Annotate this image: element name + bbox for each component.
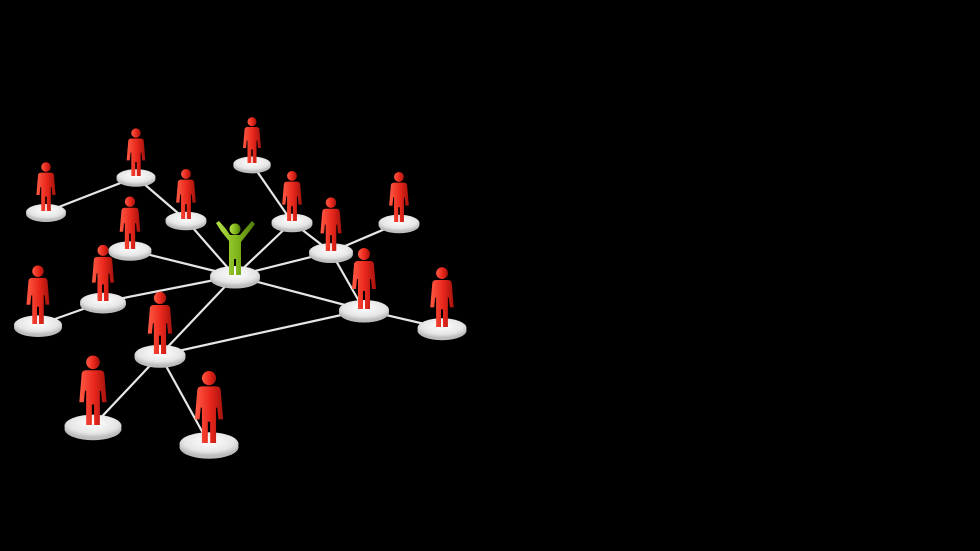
person-icon xyxy=(126,128,146,176)
person-node xyxy=(339,248,389,323)
person-node xyxy=(309,197,353,263)
person-icon xyxy=(352,248,376,309)
connection-line xyxy=(250,162,294,224)
person-node xyxy=(165,168,207,231)
connection-line xyxy=(91,353,162,428)
person-node xyxy=(14,265,62,337)
pedestal-disc xyxy=(80,292,126,312)
person-icon xyxy=(119,196,141,249)
person-node xyxy=(134,291,186,368)
pedestal-disc xyxy=(417,318,467,338)
person-node xyxy=(116,128,156,187)
person-icon xyxy=(91,244,115,301)
pedestal-disc xyxy=(179,432,239,456)
person-icon xyxy=(430,267,454,327)
person-node xyxy=(26,162,66,222)
person-icon xyxy=(243,117,261,163)
pedestal-disc xyxy=(271,213,313,231)
pedestal-disc xyxy=(14,315,62,335)
pedestal-disc xyxy=(116,169,156,185)
connection-line xyxy=(158,274,237,357)
person-node xyxy=(271,170,313,233)
person-node xyxy=(80,244,126,314)
connection-line xyxy=(158,308,366,357)
pedestal-disc xyxy=(309,243,353,261)
person-icon xyxy=(176,168,196,219)
connection-line xyxy=(158,353,211,446)
center-person-node xyxy=(210,221,260,289)
pedestal-disc xyxy=(134,344,186,366)
person-icon xyxy=(320,197,342,251)
person-node xyxy=(64,355,122,441)
pedestal-disc xyxy=(165,211,207,229)
person-icon xyxy=(26,265,50,324)
person-icon xyxy=(36,162,56,211)
pedestal-disc xyxy=(26,204,66,220)
center-person-icon xyxy=(216,221,255,275)
person-icon xyxy=(194,371,224,443)
pedestal-disc xyxy=(378,214,420,232)
pedestal-disc xyxy=(64,414,122,438)
pedestal-disc xyxy=(339,300,389,320)
person-icon xyxy=(79,355,107,425)
person-icon xyxy=(147,291,173,354)
people-nodes xyxy=(14,117,467,459)
pedestal-disc xyxy=(210,266,260,286)
person-icon xyxy=(282,170,302,221)
person-icon xyxy=(389,171,409,222)
person-node xyxy=(179,371,239,459)
pedestal-disc xyxy=(233,156,271,172)
person-node xyxy=(417,267,467,341)
person-node xyxy=(108,196,152,261)
person-node xyxy=(378,171,420,234)
person-node xyxy=(233,117,271,174)
pedestal-disc xyxy=(108,241,152,259)
